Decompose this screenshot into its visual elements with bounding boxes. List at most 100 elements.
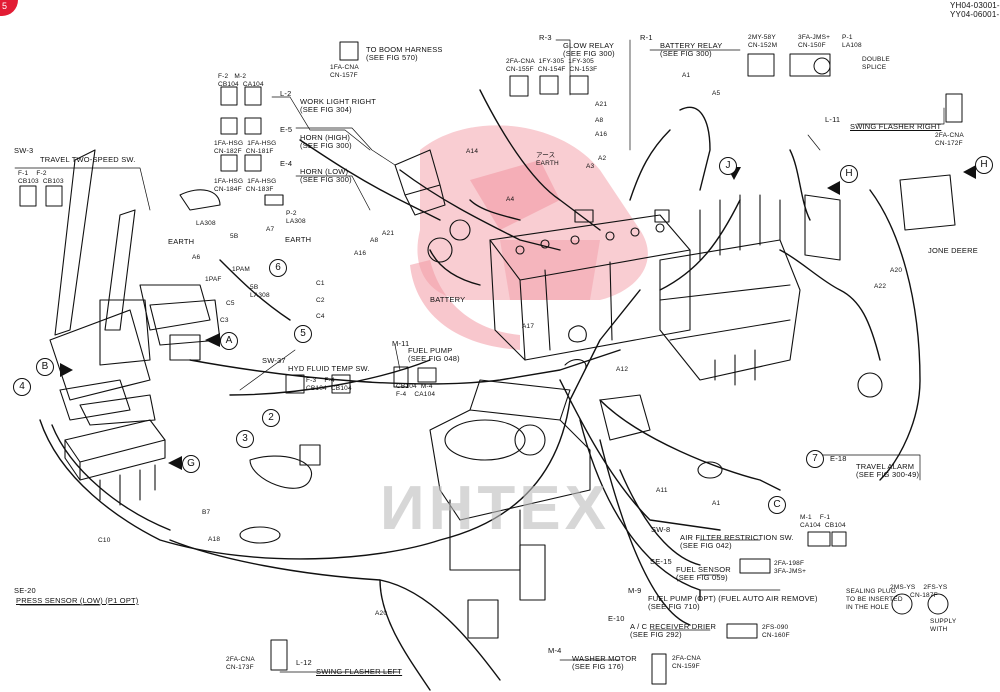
marker-3: 3 bbox=[236, 430, 254, 448]
part-label: A5 bbox=[712, 90, 721, 97]
e4-ref: (SEE FIG 300) bbox=[300, 175, 352, 184]
components bbox=[179, 149, 956, 639]
se15-title: FUEL SENSOR bbox=[676, 565, 731, 574]
r3-id: R-3 bbox=[539, 33, 552, 42]
marker-4: 4 bbox=[13, 378, 31, 396]
part-label: A2 bbox=[598, 155, 607, 162]
e5-ref: (SEE FIG 300) bbox=[300, 141, 352, 150]
part-label: A3 bbox=[586, 163, 595, 170]
horn-codes: 1FA-HSG 1FA-HSG CN-182F CN-181F bbox=[214, 140, 277, 155]
m4-title: WASHER MOTOR bbox=[572, 654, 637, 663]
part-label: A20 bbox=[890, 267, 903, 274]
se20-id: SE-20 bbox=[14, 586, 36, 595]
e18-ref: (SEE FIG 300-49) bbox=[856, 470, 920, 479]
m11-title: FUEL PUMP bbox=[408, 346, 453, 355]
e10-title: A / C RECEIVER DRIER bbox=[630, 622, 717, 631]
part-label: C10 bbox=[98, 537, 111, 544]
sw37-id: SW-37 bbox=[262, 356, 286, 365]
l11-code: 2FA-CNA bbox=[935, 132, 964, 139]
m4-ref: (SEE FIG 176) bbox=[572, 662, 624, 671]
boom-harness-code: 1FA-CNA CN-157F bbox=[330, 64, 359, 79]
connector-boxes bbox=[19, 41, 963, 685]
part-label: A18 bbox=[208, 536, 221, 543]
l11-title: SWING FLASHER RIGHT bbox=[850, 122, 942, 131]
onepam-label: 1PAM bbox=[232, 266, 251, 273]
valve-block bbox=[64, 419, 166, 506]
marker-G: G bbox=[182, 455, 200, 473]
leader-lines bbox=[14, 39, 945, 673]
m9-id: M-9 bbox=[628, 586, 642, 595]
sw3-id: SW-3 bbox=[14, 146, 34, 155]
sealing-plug-note: SEALING PLUG TO BE INSERTED IN THE HOLE bbox=[846, 588, 903, 611]
e18-id: E-18 bbox=[830, 454, 847, 463]
double-splice: DOUBLE SPLICE bbox=[862, 56, 890, 71]
part-label: A7 bbox=[266, 226, 275, 233]
glow-codes: 2FA-CNA 1FY-305 1FY-305 CN-155F CN-154F … bbox=[506, 58, 598, 73]
sw8-id: SW-8 bbox=[651, 525, 671, 534]
part-label: 5B bbox=[230, 233, 239, 240]
sw37-title: HYD FLUID TEMP SW. bbox=[288, 364, 370, 373]
r1-id: R-1 bbox=[640, 33, 653, 42]
l12-title: SWING FLASHER LEFT bbox=[316, 667, 403, 676]
plug-codes: 2MS-YS 2FS-YS CN-187F bbox=[890, 584, 948, 599]
l11-id: L-11 bbox=[825, 115, 841, 124]
e5-title: HORN (HIGH) bbox=[300, 133, 351, 142]
m9-ref: (SEE FIG 710) bbox=[648, 602, 700, 611]
l2-ref: (SEE FIG 304) bbox=[300, 105, 352, 114]
l2-title: WORK LIGHT RIGHT bbox=[300, 97, 376, 106]
doc-code-2: YY04-06001- bbox=[950, 10, 1000, 19]
horn-codes-2: 1FA-HSG 1FA-HSG CN-184F CN-183F bbox=[214, 178, 277, 193]
l2-id: L-2 bbox=[280, 89, 292, 98]
sw8-title: AIR FILTER RESTRICTION SW. bbox=[680, 533, 794, 542]
part-label: C3 bbox=[220, 317, 229, 324]
m11-ref: (SEE FIG 048) bbox=[408, 354, 460, 363]
part-label: A17 bbox=[522, 323, 535, 330]
m4-code: 2FA-CNA bbox=[672, 655, 701, 662]
part-label: A20 bbox=[375, 610, 388, 617]
watermark-text: ИНТЕХ bbox=[380, 474, 610, 543]
e4-id: E-4 bbox=[280, 159, 293, 168]
la308b-label: 5B LA308 bbox=[250, 284, 270, 299]
part-label: C2 bbox=[316, 297, 325, 304]
e4-title: HORN (LOW) bbox=[300, 167, 349, 176]
marker-C: C bbox=[768, 496, 786, 514]
watermark-logo bbox=[410, 125, 648, 350]
marker-H-1: H bbox=[840, 165, 858, 183]
part-label: A21 bbox=[382, 230, 395, 237]
travel-levers bbox=[49, 149, 221, 426]
e10-ref: (SEE FIG 292) bbox=[630, 630, 682, 639]
e5-id: E-5 bbox=[280, 125, 293, 134]
part-label: A8 bbox=[370, 237, 379, 244]
arrow-markers bbox=[60, 165, 976, 470]
marker-5: 5 bbox=[294, 325, 312, 343]
m11-codes: CB104 M-4 F-4 CA104 bbox=[396, 383, 436, 398]
m11-id: M-11 bbox=[392, 339, 410, 348]
part-label: A12 bbox=[616, 366, 629, 373]
bat2-codes: 3FA-JMS+ CN-150F bbox=[798, 34, 831, 49]
sw37-codes: F-3 F-4 CB104 CB104 bbox=[306, 377, 352, 392]
p1-code: P-1 LA108 bbox=[842, 34, 862, 49]
earth-jp-label: アース EARTH bbox=[536, 152, 559, 167]
sw8-codes: M-1 F-1 CA104 CB104 bbox=[800, 514, 846, 529]
part-label: A22 bbox=[874, 283, 887, 290]
marker-A: A bbox=[220, 332, 238, 350]
sw3-title: TRAVEL TWO-SPEED SW. bbox=[40, 155, 136, 164]
earth-label-2: EARTH bbox=[168, 237, 195, 246]
e18-title: TRAVEL ALARM bbox=[856, 462, 915, 471]
bat-codes: 2MY-58Y CN-152M bbox=[748, 34, 778, 49]
part-label: A11 bbox=[656, 487, 668, 494]
boom-harness-title: TO BOOM HARNESS bbox=[366, 45, 443, 54]
part-label: C5 bbox=[226, 300, 235, 307]
se15-codes: 2FA-198F 3FA-JMS+ bbox=[774, 560, 807, 575]
part-label: C4 bbox=[316, 313, 325, 320]
r3-title: GLOW RELAY bbox=[563, 41, 615, 50]
e10-code: 2FS-090 bbox=[762, 624, 789, 631]
jone-deere-label: JONE DEERE bbox=[928, 246, 978, 255]
part-label: A16 bbox=[354, 250, 367, 257]
part-label: A6 bbox=[192, 254, 201, 261]
battery-drawing bbox=[489, 209, 691, 361]
doc-code-1: YH04-03001- bbox=[950, 1, 1000, 10]
engine-drawing bbox=[429, 379, 651, 571]
